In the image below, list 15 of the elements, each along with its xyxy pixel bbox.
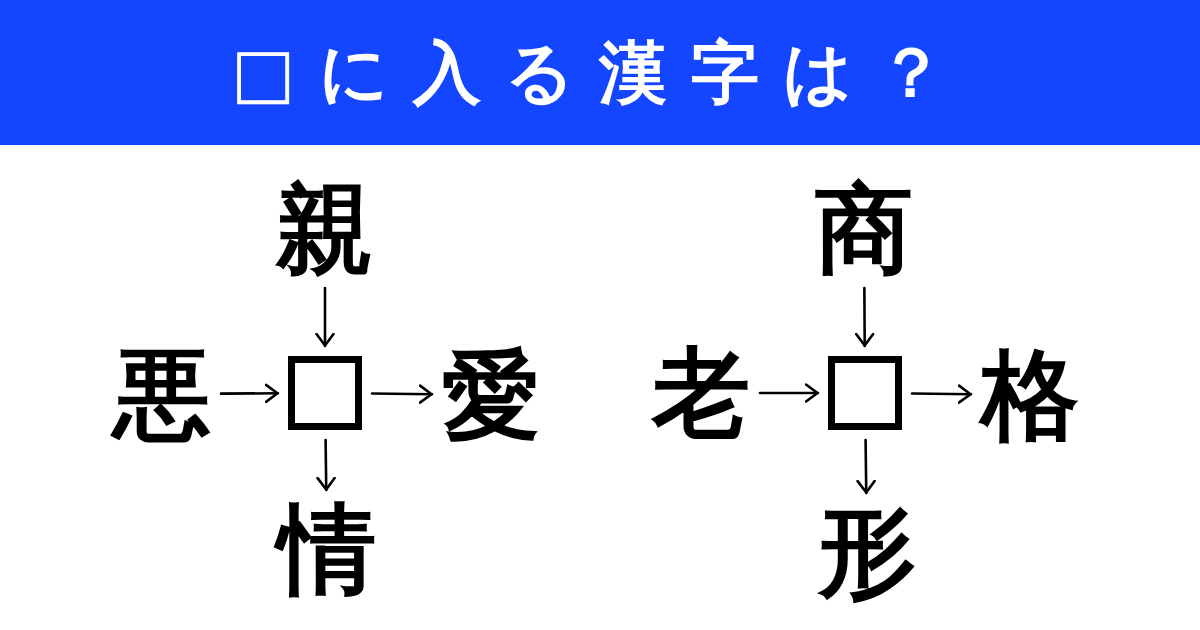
arrow bbox=[370, 384, 434, 404]
answer-box bbox=[288, 356, 362, 430]
arrow bbox=[315, 286, 335, 348]
kanji-character: 老 bbox=[652, 344, 750, 442]
arrow bbox=[856, 438, 876, 495]
arrow bbox=[758, 383, 820, 403]
kanji-character: 愛 bbox=[442, 346, 540, 444]
kanji-character: 親 bbox=[276, 180, 374, 278]
title-text: □に入る漢字は？ bbox=[230, 38, 970, 107]
answer-box bbox=[828, 356, 902, 430]
arrow bbox=[854, 286, 875, 348]
arrow bbox=[316, 438, 336, 492]
kanji-character: 商 bbox=[815, 180, 913, 278]
arrow bbox=[910, 384, 973, 404]
arrow bbox=[219, 383, 280, 404]
